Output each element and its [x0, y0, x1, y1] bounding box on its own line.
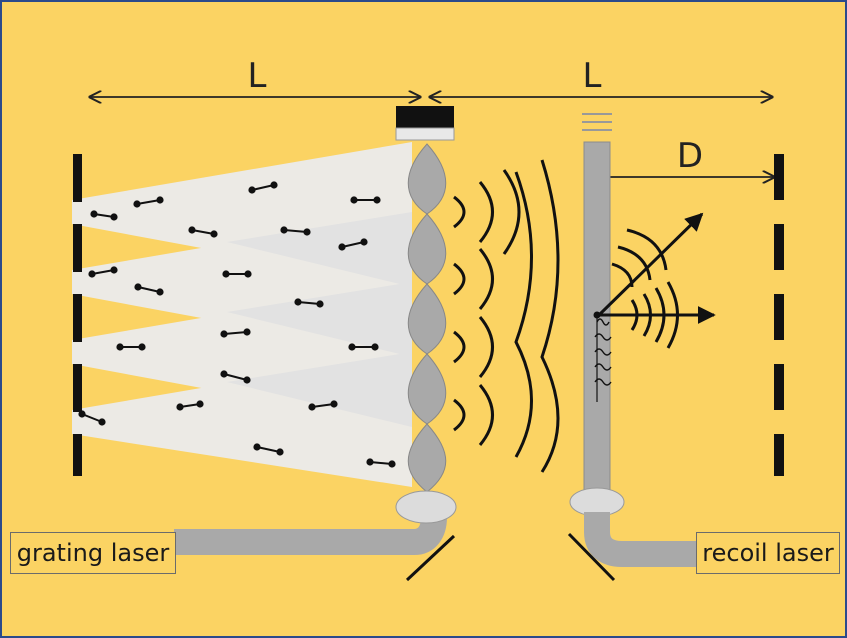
- atom-dot: [133, 200, 141, 208]
- right-distance-label: L: [583, 56, 602, 96]
- atom-dot: [280, 226, 288, 234]
- atom-dot: [243, 376, 251, 384]
- grating-laser-pipe: [174, 490, 457, 582]
- atom-dot: [316, 300, 324, 308]
- atom-dot: [244, 270, 252, 278]
- atom-dot: [210, 230, 218, 238]
- atom-arrow: [191, 229, 215, 235]
- atom-arrow: [223, 331, 248, 335]
- atom-dot: [360, 238, 368, 246]
- atom-dot: [196, 400, 204, 408]
- detector-distance-label: D: [677, 136, 703, 176]
- diffracted-wavefronts: [453, 159, 560, 473]
- atom-dot: [366, 458, 374, 466]
- atom-dot: [371, 343, 379, 351]
- atom-arrow: [223, 373, 248, 381]
- scattered-photons: [597, 212, 716, 349]
- grating-mirror-block: [395, 106, 455, 141]
- recoil-laser-label: recoil laser: [696, 532, 840, 574]
- atom-arrow: [311, 403, 335, 408]
- atom-dot: [88, 270, 96, 278]
- atoms: [78, 181, 396, 468]
- atom-dot: [338, 243, 346, 251]
- atom-dot: [350, 196, 358, 204]
- atom-dot: [156, 196, 164, 204]
- atom-dot: [222, 270, 230, 278]
- atom-arrow: [91, 269, 115, 275]
- atom-arrow: [283, 229, 308, 233]
- atom-arrow: [251, 184, 275, 191]
- atom-arrow: [137, 286, 161, 293]
- standing-wave-grating: [407, 143, 447, 493]
- atom-dot: [188, 226, 196, 234]
- atom-beam-cone-overlaps: [227, 212, 412, 427]
- atom-dot: [270, 181, 278, 189]
- atom-dot: [294, 298, 302, 306]
- atom-dot: [110, 266, 118, 274]
- atom-arrow: [297, 301, 321, 305]
- atom-arrow: [256, 446, 281, 453]
- atom-dot: [98, 418, 106, 426]
- recoil-tube: [567, 113, 702, 582]
- detector-slit-wall: [774, 154, 784, 476]
- atom-dot: [78, 410, 86, 418]
- atom-dot: [156, 288, 164, 296]
- atom-dot: [348, 343, 356, 351]
- atom-arrow: [136, 199, 161, 205]
- atom-dot: [243, 328, 251, 336]
- atom-arrow: [369, 461, 393, 465]
- atom-dot: [110, 213, 118, 221]
- atom-dot: [138, 343, 146, 351]
- left-slit-wall: [73, 154, 82, 476]
- atom-dot: [388, 460, 396, 468]
- atom-dot: [330, 400, 338, 408]
- atom-dot: [220, 370, 228, 378]
- grating-laser-label: grating laser: [10, 532, 176, 574]
- atom-dot: [176, 403, 184, 411]
- atom-dot: [116, 343, 124, 351]
- atom-dot: [276, 448, 284, 456]
- atom-dot: [220, 330, 228, 338]
- atom-dot: [303, 228, 311, 236]
- left-distance-label: L: [248, 56, 267, 96]
- atom-dot: [90, 210, 98, 218]
- atom-dot: [308, 403, 316, 411]
- atom-dot: [134, 283, 142, 291]
- atom-dot: [248, 186, 256, 194]
- atom-dot: [373, 196, 381, 204]
- atom-dot: [253, 443, 261, 451]
- atom-arrow: [341, 241, 365, 248]
